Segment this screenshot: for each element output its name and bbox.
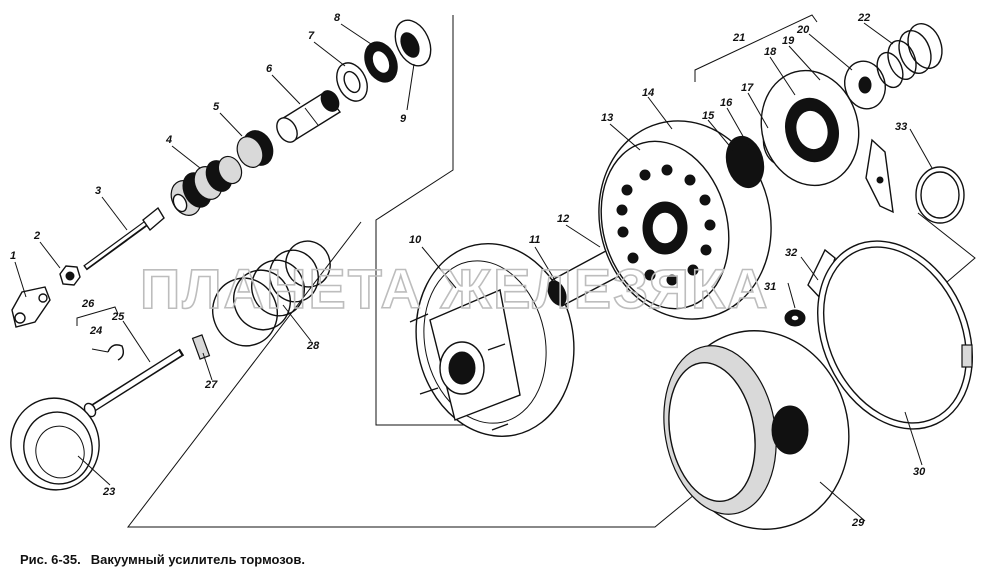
part-24-clip xyxy=(107,344,125,361)
callout-3: 3 xyxy=(95,185,101,197)
bracket xyxy=(865,138,894,214)
group-markers xyxy=(76,306,119,326)
part-18-19-diaphragm xyxy=(760,69,860,187)
part-27-screw xyxy=(191,334,211,360)
callout-32: 32 xyxy=(785,247,797,259)
callout-17: 17 xyxy=(741,82,754,94)
part-3-threaded-rod xyxy=(83,206,165,271)
callout-7: 7 xyxy=(308,30,315,42)
part-29-rear-housing xyxy=(663,330,850,530)
part-8-bearing xyxy=(364,41,398,83)
callout-15: 15 xyxy=(702,110,715,122)
part-23-cover xyxy=(10,397,100,491)
callout-25: 25 xyxy=(111,311,125,323)
callout-30: 30 xyxy=(913,466,926,478)
part-30-clamp xyxy=(817,240,973,430)
callout-8: 8 xyxy=(334,12,341,24)
part-7-star-washer xyxy=(336,62,368,102)
callout-24: 24 xyxy=(89,325,102,337)
callout-20: 20 xyxy=(796,24,810,36)
callout-4: 4 xyxy=(165,134,172,146)
part-6-sleeve xyxy=(276,90,342,143)
callout-29: 29 xyxy=(851,517,865,529)
callout-31: 31 xyxy=(764,281,776,293)
callout-9: 9 xyxy=(400,113,407,125)
callout-21: 21 xyxy=(732,32,745,44)
callout-12: 12 xyxy=(557,213,569,225)
caption-text: Вакуумный усилитель тормозов. xyxy=(90,552,305,567)
callout-5: 5 xyxy=(213,101,220,113)
callout-33: 33 xyxy=(895,121,907,133)
callout-13: 13 xyxy=(601,112,613,124)
part-25-push-rod xyxy=(83,348,185,418)
part-33-oring xyxy=(915,166,965,224)
part-2-nut xyxy=(59,265,81,286)
part-9-seal xyxy=(394,19,432,67)
part-4-bellows xyxy=(170,155,243,216)
part-22-spring xyxy=(876,23,943,89)
watermark-text: ПЛАНЕТА ЖЕЛЕЗЯКА xyxy=(140,257,770,320)
callout-18: 18 xyxy=(764,46,777,58)
callout-22: 22 xyxy=(857,12,870,24)
part-13-14-piston xyxy=(598,120,772,320)
part-10-front-housing xyxy=(409,243,575,437)
callout-26: 26 xyxy=(81,298,95,310)
caption-label: Рис. 6-35. xyxy=(20,552,81,567)
callout-11: 11 xyxy=(529,234,540,246)
callout-2: 2 xyxy=(33,230,40,242)
callout-23: 23 xyxy=(102,486,115,498)
callout-19: 19 xyxy=(782,35,795,47)
group-outline-lines xyxy=(126,14,976,528)
figure-caption: Рис. 6-35. Вакуумный усилитель тормозов. xyxy=(20,552,315,567)
part-31-32-fitting xyxy=(784,248,836,327)
callout-16: 16 xyxy=(720,97,733,109)
callout-1: 1 xyxy=(10,250,16,262)
callout-27: 27 xyxy=(204,379,218,391)
part-5-cap xyxy=(236,130,274,168)
callout-labels: 1 2 3 4 5 6 7 8 9 10 11 12 13 14 15 16 1… xyxy=(10,12,926,529)
part-20-plate xyxy=(844,60,886,110)
callout-6: 6 xyxy=(266,63,273,75)
callout-10: 10 xyxy=(409,234,422,246)
callout-14: 14 xyxy=(642,87,654,99)
part-28-spring xyxy=(212,240,331,347)
leader-lines xyxy=(14,22,933,522)
callout-28: 28 xyxy=(306,340,320,352)
part-1-fork xyxy=(11,286,51,328)
